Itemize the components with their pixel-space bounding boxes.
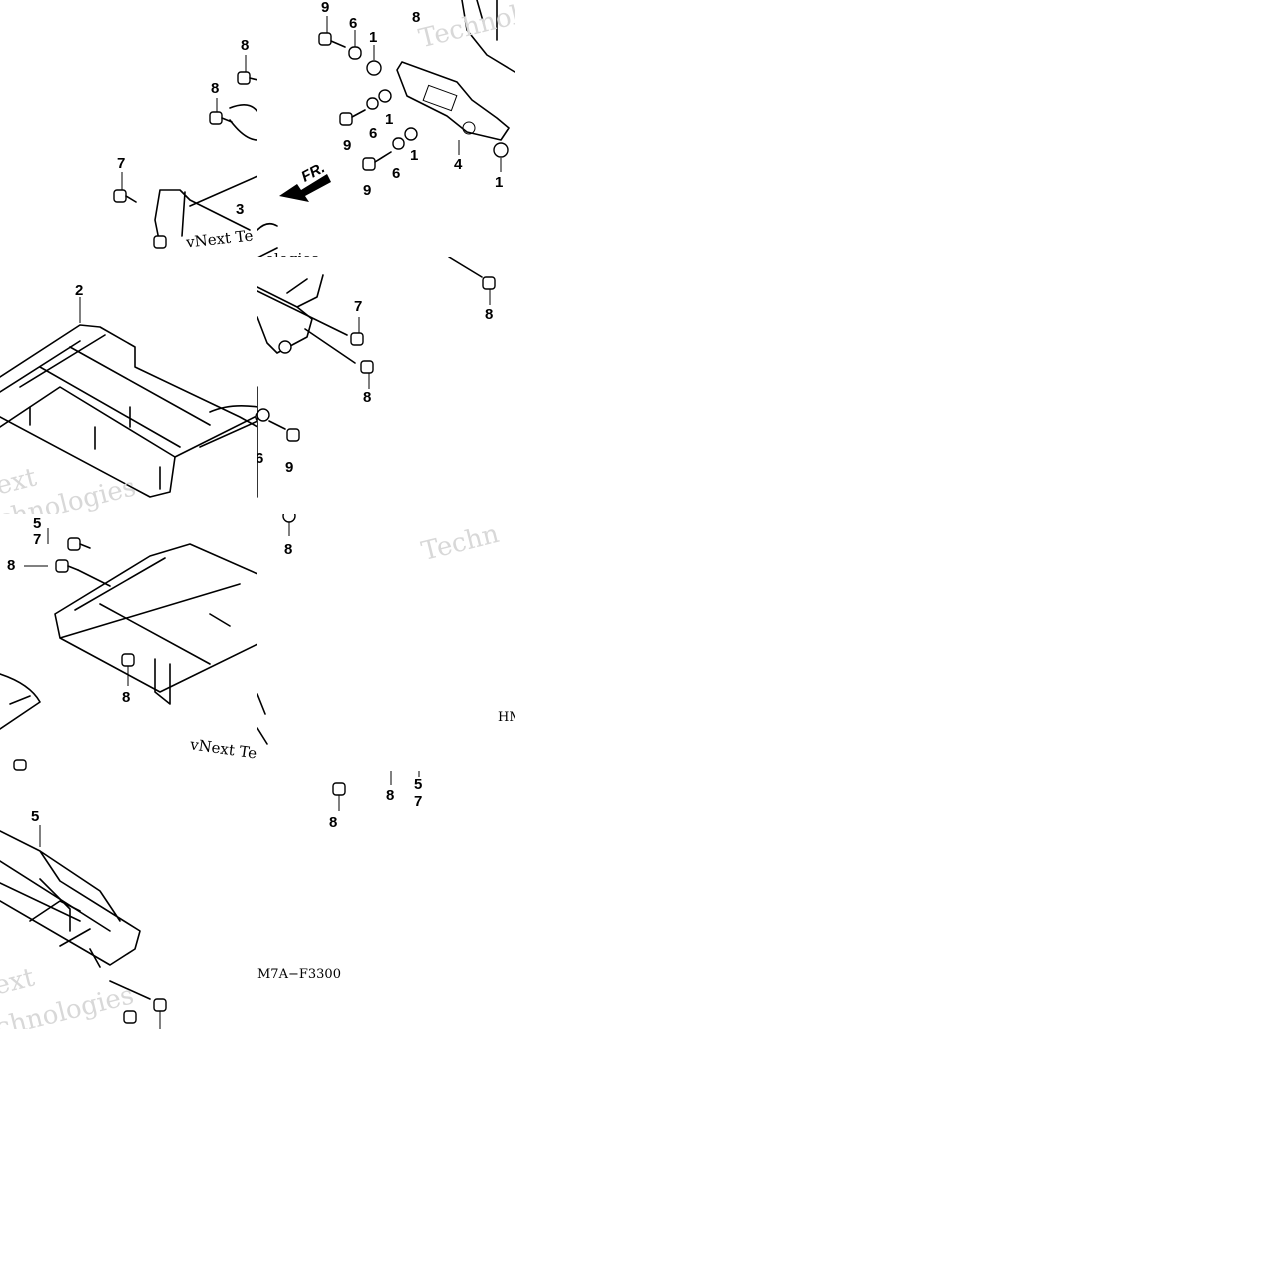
callout-8: 8 — [386, 787, 395, 804]
callout-8: 8 — [7, 557, 16, 574]
callout-7: 7 — [33, 531, 42, 548]
callout-7: 7 — [354, 298, 363, 315]
diagram-tile-7: 5 ext chnologies — [0, 771, 258, 1029]
callout-3: 3 — [236, 201, 245, 218]
callout-8: 8 — [485, 306, 494, 323]
callout-4: 4 — [454, 156, 463, 173]
diagram-tile-5: 5 7 8 8 vNext Te — [0, 514, 258, 772]
callout-9: 9 — [285, 459, 294, 476]
callout-8: 8 — [363, 389, 372, 406]
diagram-tile-3: 2 ext chnologies — [0, 257, 258, 515]
callout-5: 5 — [31, 808, 40, 825]
diagram-code-fragment: HM — [498, 710, 515, 725]
callout-9: 9 — [343, 137, 352, 154]
callout-5: 5 — [33, 515, 42, 532]
diagram-code: M7A−F3300 — [257, 967, 341, 982]
callout-1: 1 — [385, 111, 394, 128]
diagram-tile-8: 8 8 5 7 M7A−F3300 — [257, 771, 515, 1029]
callout-9: 9 — [321, 0, 330, 16]
callout-2: 2 — [75, 282, 84, 299]
callout-8: 8 — [211, 80, 220, 97]
diagram-tile-4: 7 8 8 6 9 — [257, 257, 515, 515]
callout-5: 5 — [414, 776, 423, 793]
callout-1: 1 — [369, 29, 378, 46]
watermark-text: ologies — [265, 250, 319, 258]
callout-7: 7 — [414, 793, 423, 810]
callout-6: 6 — [349, 15, 358, 32]
callout-6: 6 — [392, 165, 401, 182]
callout-8: 8 — [284, 541, 293, 558]
callout-6: 6 — [369, 125, 378, 142]
callout-6: 6 — [257, 450, 264, 467]
callout-8: 8 — [329, 814, 338, 831]
callout-1: 1 — [495, 174, 504, 191]
callout-8: 8 — [122, 689, 131, 706]
callout-7: 7 — [117, 155, 126, 172]
diagram-tile-2: 9 6 1 8 9 6 1 9 6 1 4 1 FR. Technologies… — [257, 0, 515, 258]
callout-8: 8 — [241, 37, 250, 54]
callout-8: 8 — [412, 9, 421, 26]
diagram-tile-1: 8 8 7 3 vNext Te — [0, 0, 258, 258]
callout-1: 1 — [410, 147, 419, 164]
diagram-tile-6: 8 Techn HM — [257, 514, 515, 772]
callout-9: 9 — [363, 182, 372, 199]
